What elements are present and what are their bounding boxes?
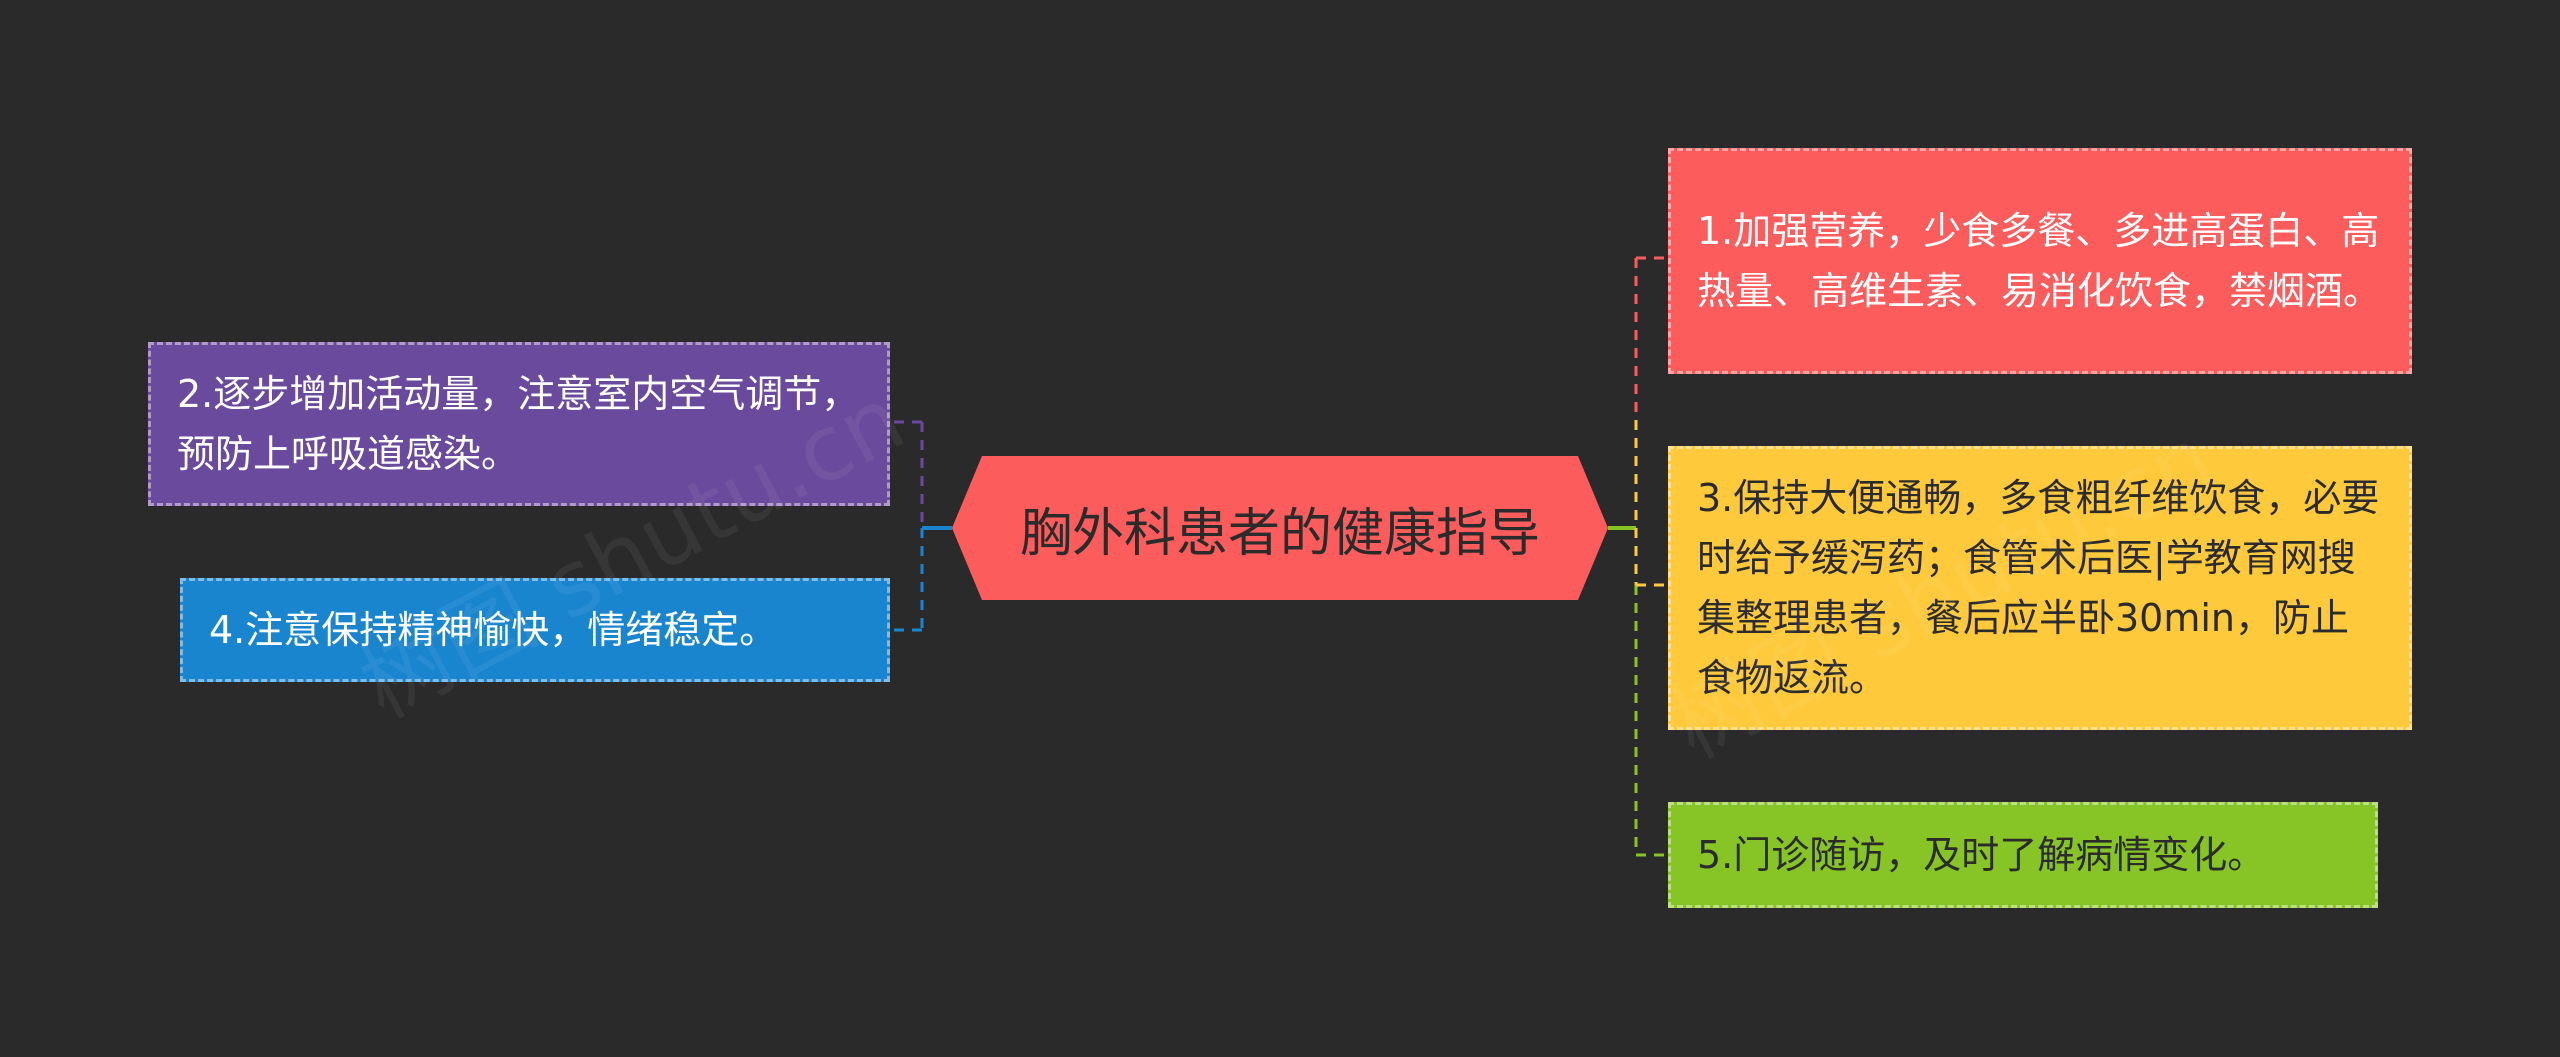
topic-node-1[interactable]: 1.加强营养，少食多餐、多进高蛋白、高热量、高维生素、易消化饮食，禁烟酒。 <box>1668 148 2412 374</box>
topic-node-2-text: 2.逐步增加活动量，注意室内空气调节，预防上呼吸道感染。 <box>177 372 860 476</box>
root-label: 胸外科患者的健康指导 <box>1019 503 1540 564</box>
topic-node-4[interactable]: 4.注意保持精神愉快，情绪稳定。 <box>180 578 890 682</box>
topic-node-3[interactable]: 3.保持大便通畅，多食粗纤维饮食，必要时给予缓泻药；食管术后医|学教育网搜集整理… <box>1668 446 2412 730</box>
topic-node-5-text: 5.门诊随访，及时了解病情变化。 <box>1697 833 2266 877</box>
topic-node-5[interactable]: 5.门诊随访，及时了解病情变化。 <box>1668 802 2378 908</box>
topic-node-3-text: 3.保持大便通畅，多食粗纤维饮食，必要时给予缓泻药；食管术后医|学教育网搜集整理… <box>1697 476 2380 700</box>
topic-node-1-text: 1.加强营养，少食多餐、多进高蛋白、高热量、高维生素、易消化饮食，禁烟酒。 <box>1697 209 2382 313</box>
root-topic[interactable]: 胸外科患者的健康指导 <box>952 456 1608 600</box>
topic-node-4-text: 4.注意保持精神愉快，情绪稳定。 <box>209 608 778 652</box>
topic-node-2[interactable]: 2.逐步增加活动量，注意室内空气调节，预防上呼吸道感染。 <box>148 342 890 506</box>
root-hexagon-shape <box>952 456 1608 600</box>
